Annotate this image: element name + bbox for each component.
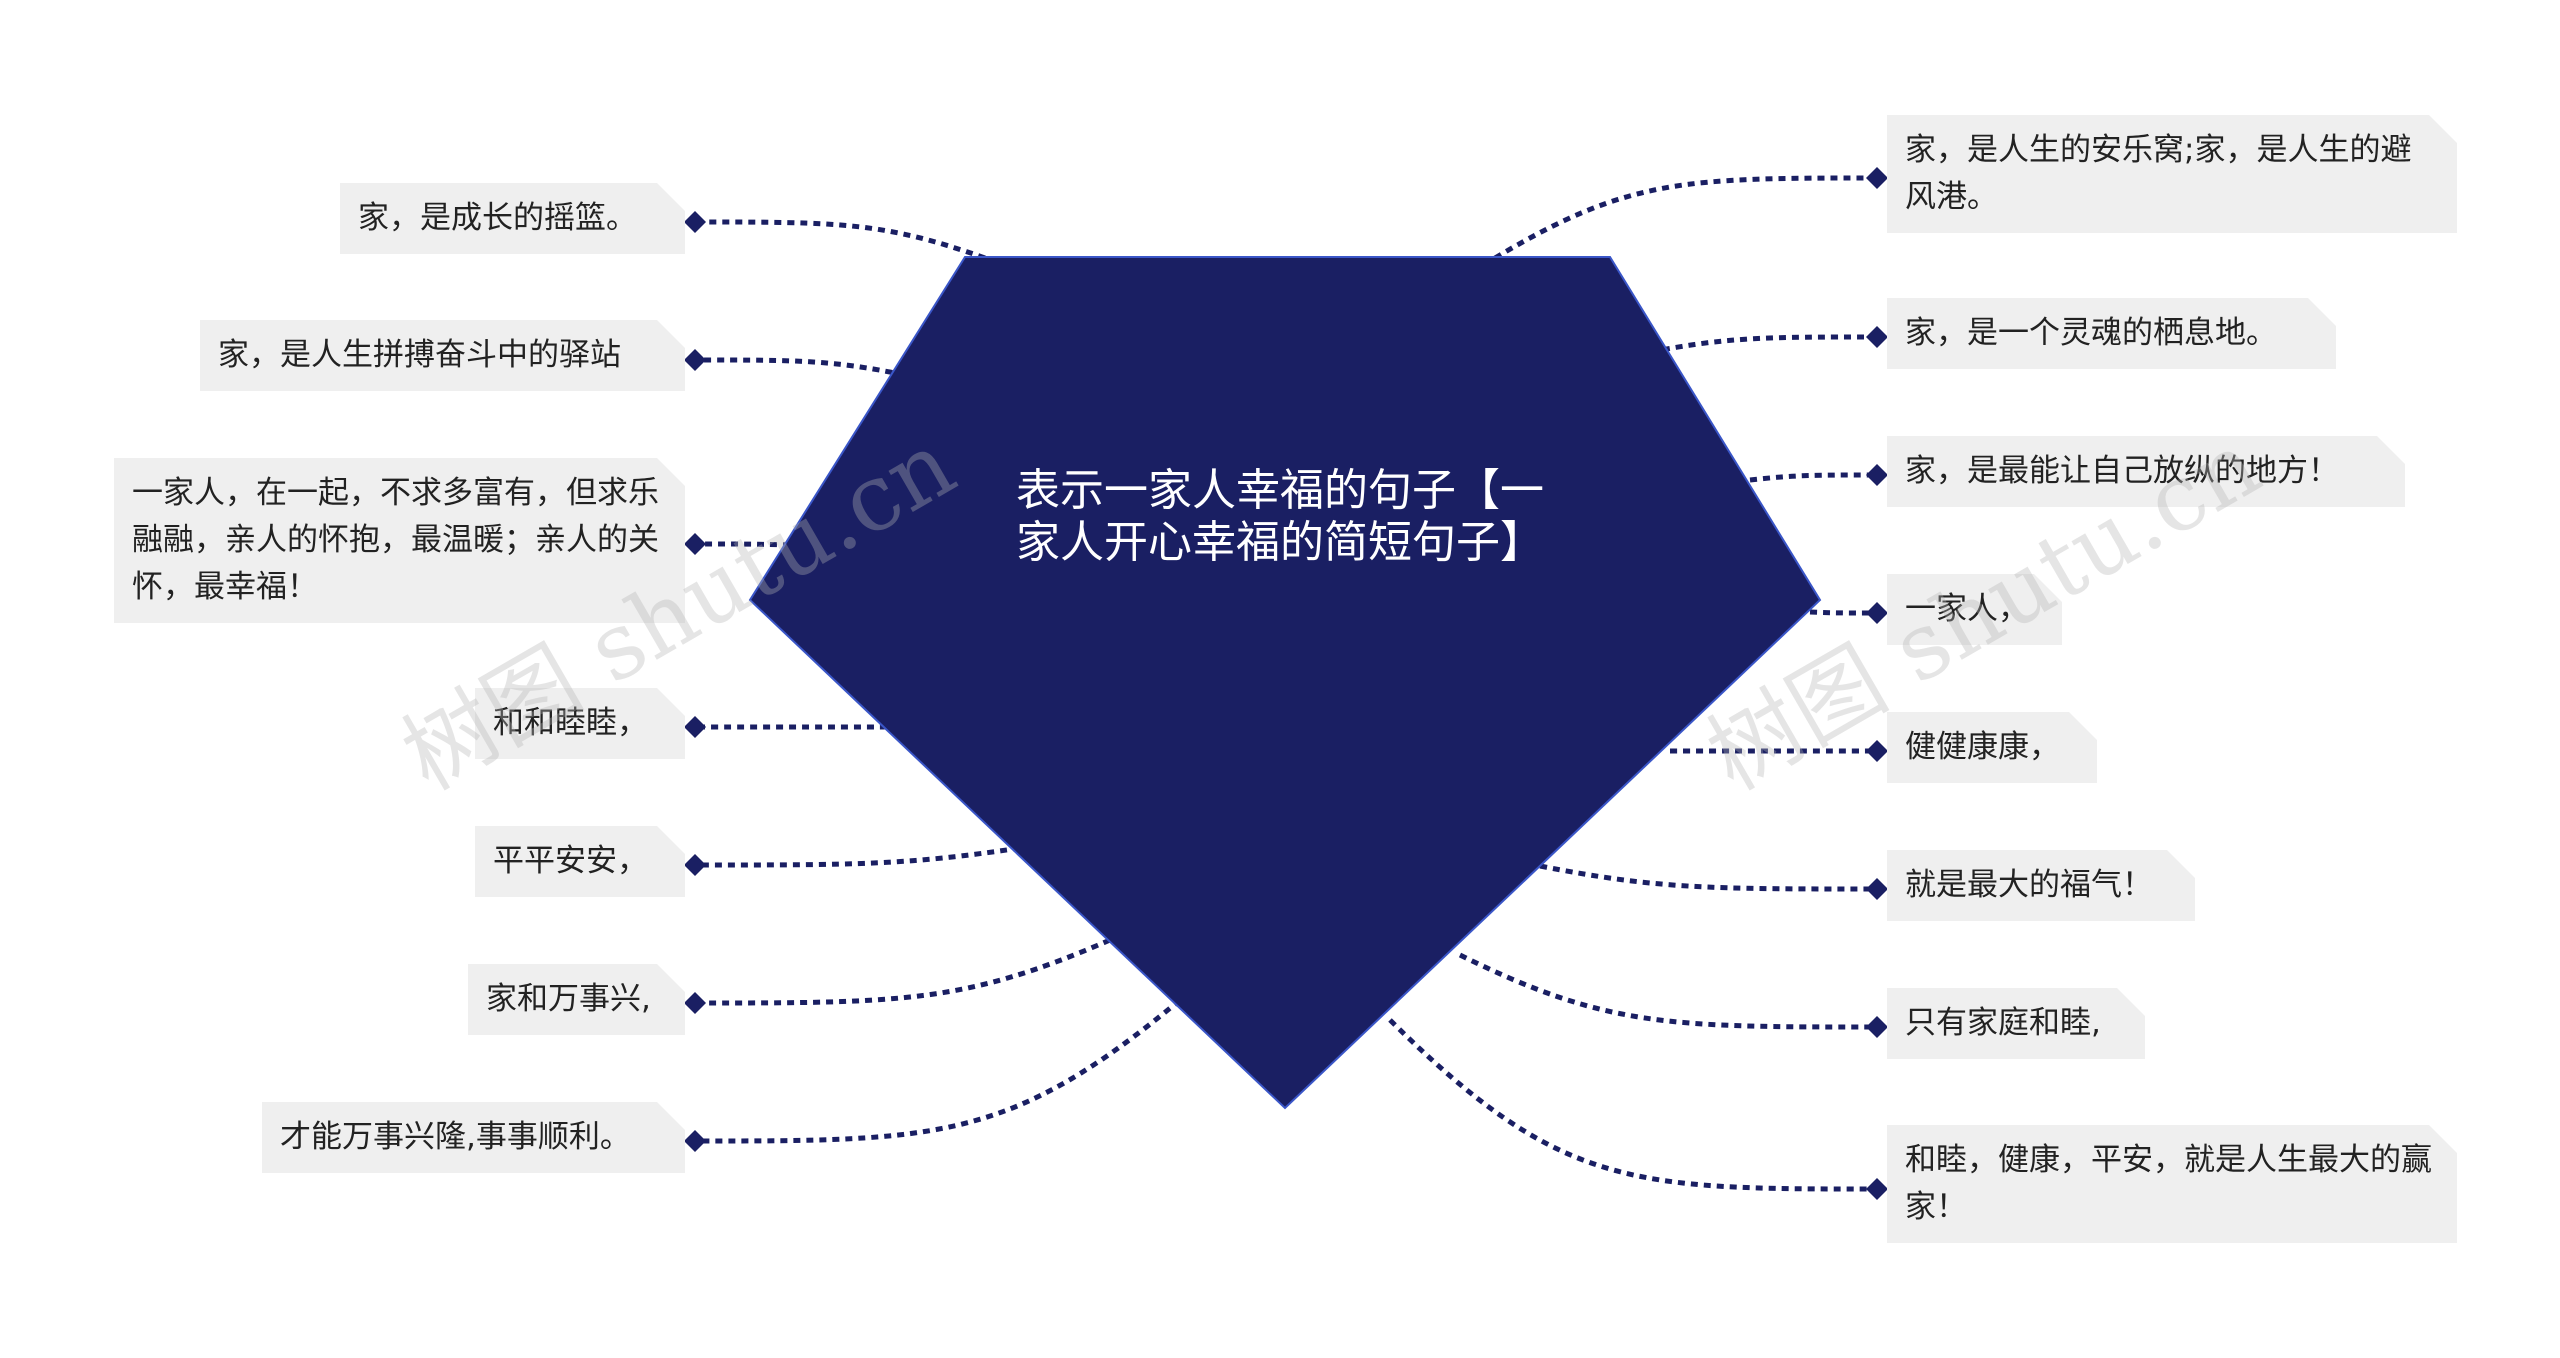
right-node-2[interactable]: 家，是一个灵魂的栖息地。 bbox=[1887, 298, 2336, 369]
connector-left-3 bbox=[694, 541, 791, 548]
connector-right-2-diamond-icon bbox=[1866, 326, 1888, 348]
right-node-1[interactable]: 家，是人生的安乐窝;家，是人生的避风港。 bbox=[1887, 115, 2457, 233]
connector-right-7 bbox=[1458, 952, 1878, 1030]
right-node-3[interactable]: 家，是最能让自己放纵的地方！ bbox=[1887, 436, 2405, 507]
connector-left-3-diamond-icon bbox=[684, 533, 706, 555]
connector-left-4-diamond-icon bbox=[684, 716, 706, 738]
center-topic-title[interactable]: 表示一家人幸福的句子【一家人开心幸福的简短句子】 bbox=[1016, 465, 1544, 568]
right-node-7[interactable]: 只有家庭和睦, bbox=[1887, 988, 2145, 1059]
connector-right-7-diamond-icon bbox=[1866, 1016, 1888, 1038]
connectors bbox=[694, 175, 1878, 1192]
connector-right-6-diamond-icon bbox=[1866, 878, 1888, 900]
connector-right-1-diamond-icon bbox=[1866, 167, 1888, 189]
connector-markers bbox=[684, 167, 1888, 1200]
left-node-1[interactable]: 家，是成长的摇篮。 bbox=[340, 183, 685, 254]
right-node-4[interactable]: 一家人， bbox=[1887, 574, 2062, 645]
right-node-5[interactable]: 健健康康， bbox=[1887, 712, 2097, 783]
connector-left-2 bbox=[694, 357, 906, 378]
right-node-8[interactable]: 和睦，健康，平安，就是人生最大的赢家！ bbox=[1887, 1125, 2457, 1243]
connector-left-5 bbox=[694, 845, 1021, 868]
left-node-6[interactable]: 家和万事兴, bbox=[468, 964, 685, 1035]
connector-right-2 bbox=[1649, 334, 1878, 355]
connector-right-5-diamond-icon bbox=[1866, 740, 1888, 762]
left-node-3[interactable]: 一家人，在一起，不求多富有，但求乐融融，亲人的怀抱，最温暖；亲人的关怀，最幸福！ bbox=[114, 458, 685, 623]
left-node-4[interactable]: 和和睦睦， bbox=[475, 688, 685, 759]
connector-right-3 bbox=[1749, 472, 1878, 483]
center-pentagon[interactable] bbox=[748, 256, 1822, 1110]
connector-right-1 bbox=[1493, 175, 1878, 261]
connector-left-5-diamond-icon bbox=[684, 854, 706, 876]
connector-left-6 bbox=[694, 937, 1111, 1006]
connector-right-3-diamond-icon bbox=[1866, 464, 1888, 486]
connector-right-8 bbox=[1388, 1018, 1878, 1192]
left-node-2[interactable]: 家，是人生拼搏奋斗中的驿站 bbox=[200, 320, 685, 391]
connector-left-1 bbox=[694, 219, 986, 261]
connector-right-6 bbox=[1539, 863, 1878, 892]
left-node-7[interactable]: 才能万事兴隆,事事顺利。 bbox=[262, 1102, 685, 1173]
connector-right-4-diamond-icon bbox=[1866, 602, 1888, 624]
right-node-6[interactable]: 就是最大的福气！ bbox=[1887, 850, 2195, 921]
connector-left-2-diamond-icon bbox=[684, 349, 706, 371]
connector-left-7-diamond-icon bbox=[684, 1130, 706, 1152]
connector-right-8-diamond-icon bbox=[1866, 1178, 1888, 1200]
left-node-5[interactable]: 平平安安， bbox=[475, 826, 685, 897]
connector-left-1-diamond-icon bbox=[684, 211, 706, 233]
connector-left-6-diamond-icon bbox=[684, 992, 706, 1014]
connector-left-7 bbox=[694, 998, 1182, 1144]
